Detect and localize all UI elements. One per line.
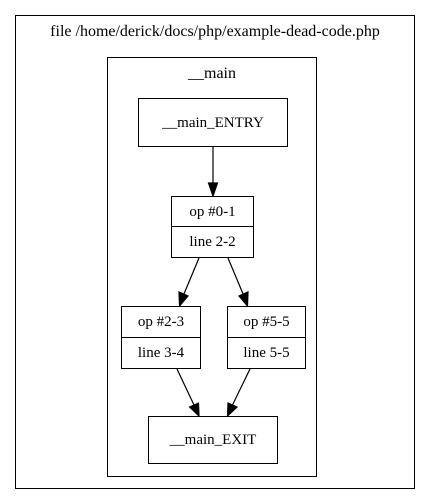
node-op-0-1: op #0-1 line 2-2 — [171, 196, 254, 258]
function-cluster-label: __main — [188, 65, 236, 82]
node-op-5-5-op: op #5-5 — [228, 307, 305, 338]
node-op-5-5: op #5-5 line 5-5 — [227, 306, 306, 369]
node-op-0-1-line: line 2-2 — [189, 234, 236, 250]
node-main-entry-label: __main_ENTRY — [162, 114, 264, 131]
node-main-exit: __main_EXIT — [148, 416, 278, 464]
node-main-entry: __main_ENTRY — [138, 98, 288, 147]
node-op-2-3: op #2-3 line 3-4 — [121, 306, 201, 369]
file-cluster: file /home/derick/docs/php/example-dead-… — [15, 15, 415, 489]
file-cluster-label: file /home/derick/docs/php/example-dead-… — [50, 23, 380, 40]
node-main-exit-label: __main_EXIT — [169, 432, 257, 448]
node-op-5-5-line: line 5-5 — [243, 344, 290, 361]
node-op-2-3-op: op #2-3 — [122, 307, 200, 338]
node-op-0-1-op: op #0-1 — [172, 197, 253, 227]
node-op-2-3-line: line 3-4 — [137, 344, 185, 361]
function-cluster: __main — [107, 57, 317, 477]
